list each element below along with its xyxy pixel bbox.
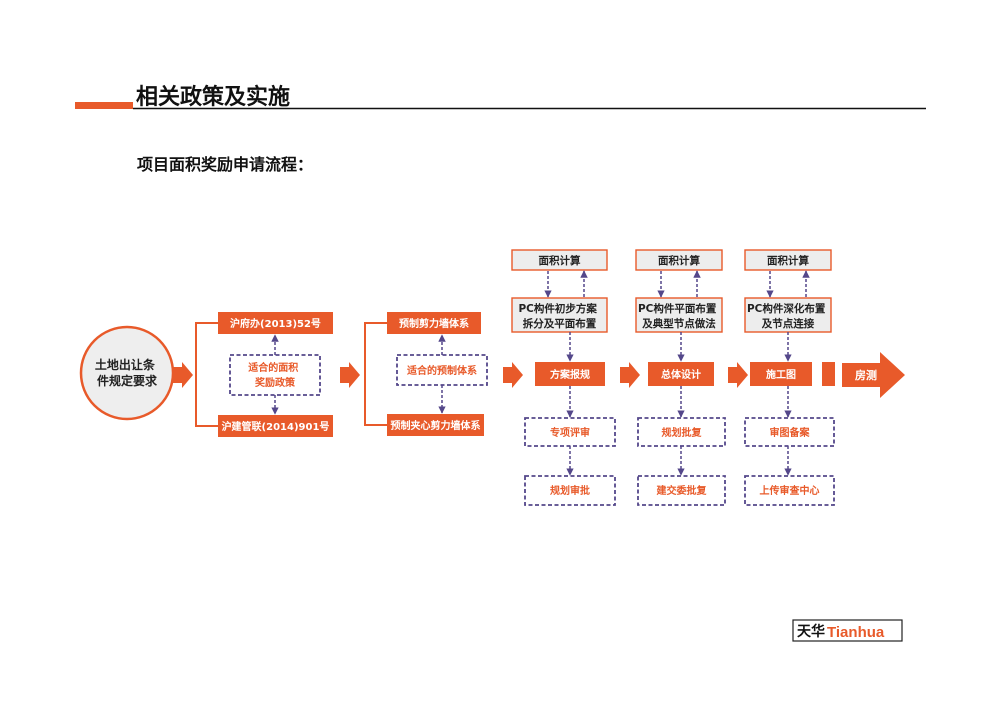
stage-main-label: 施工图 <box>766 368 796 381</box>
start-label-line-2: 件规定要求 <box>97 373 158 388</box>
policy-bottom-box <box>218 415 333 437</box>
flow-arrow-icon <box>340 362 360 388</box>
policy-bottom-label: 沪建管联(2014)901号 <box>222 420 330 433</box>
stage-main-box <box>535 362 605 386</box>
final-arrow-icon <box>842 352 905 398</box>
system-top-box <box>387 312 481 334</box>
pc-label-line-1: PC构件深化布置 <box>747 302 826 315</box>
pc-label-line-2: 拆分及平面布置 <box>523 317 597 330</box>
system-top-label: 预制剪力墙体系 <box>399 317 469 330</box>
page-subtitle: 项目面积奖励申请流程： <box>137 155 313 174</box>
approval-step-box <box>524 475 616 506</box>
approval-step-box <box>637 475 726 506</box>
approval-step-label: 上传审查中心 <box>760 484 820 497</box>
pc-label: PC构件平面布置 及典型节点做法 <box>638 302 720 330</box>
final-node: 房测 <box>822 352 905 398</box>
pc-label: PC构件深化布置 及节点连接 <box>747 302 829 330</box>
flow-arrow-icon <box>503 362 523 388</box>
policy-middle-label: 适合的面积 奖励政策 <box>248 361 301 389</box>
start-label-line-1: 土地出让条 <box>95 357 156 372</box>
policy-middle-line-1: 适合的面积 <box>248 361 298 374</box>
policy-top-label: 沪府办(2013)52号 <box>230 317 321 330</box>
page-title: 相关政策及实施 <box>136 84 290 110</box>
company-logo: 天华 Tianhua <box>792 619 903 642</box>
system-middle-label: 适合的预制体系 <box>407 364 477 377</box>
pc-label-line-1: PC构件平面布置 <box>638 302 717 315</box>
approval-step-label: 规划审批 <box>550 484 590 497</box>
approval-step-label: 建交委批复 <box>656 484 708 497</box>
review-step-box <box>524 417 616 447</box>
final-spacer-block <box>822 362 835 386</box>
review-step-box <box>744 417 835 447</box>
flow-arrow-icon <box>620 362 640 388</box>
stage-overall-design: 面积计算 PC构件平面布置 及典型节点做法 总体设计 规划批复 建交委批复 <box>635 249 726 506</box>
stage-main-label: 方案报规 <box>550 368 590 381</box>
pc-box <box>511 297 608 333</box>
stage-construction-drawing: 面积计算 PC构件深化布置 及节点连接 施工图 审图备案 上传审查中心 <box>744 249 835 506</box>
review-step-label: 规划批复 <box>662 426 703 439</box>
approval-step-box <box>744 475 835 506</box>
pc-label: PC构件初步方案 拆分及平面布置 <box>518 302 600 330</box>
flow-arrow-icon <box>728 362 748 388</box>
policy-middle-box <box>229 354 321 396</box>
stage-scheme: 面积计算 PC构件初步方案 拆分及平面布置 方案报规 专项评审 规划审批 <box>511 249 616 506</box>
policy-top-box <box>218 312 333 334</box>
start-node: 土地出让条 件规定要求 <box>79 325 175 421</box>
final-label: 房测 <box>855 368 877 382</box>
system-group: 预制剪力墙体系 适合的预制体系 预制夹心剪力墙体系 <box>364 312 488 436</box>
system-bracket <box>364 322 387 426</box>
pc-label-line-2: 及节点连接 <box>762 317 815 330</box>
area-calc-label: 面积计算 <box>539 254 581 267</box>
policy-bracket <box>195 322 218 427</box>
policy-group: 沪府办(2013)52号 适合的面积 奖励政策 沪建管联(2014)901号 <box>195 312 333 437</box>
pc-label-line-2: 及典型节点做法 <box>642 317 716 330</box>
pc-label-line-1: PC构件初步方案 <box>518 302 597 315</box>
area-calc-box <box>744 249 832 271</box>
start-label: 土地出让条 件规定要求 <box>95 357 159 388</box>
start-circle <box>79 325 175 421</box>
flow-arrow-icon <box>173 362 193 388</box>
title-accent-bar <box>75 102 133 109</box>
system-bottom-label: 预制夹心剪力墙体系 <box>391 419 481 432</box>
pc-box <box>635 297 723 333</box>
review-step-label: 审图备案 <box>770 426 811 439</box>
area-calc-box <box>511 249 608 271</box>
logo-en: Tianhua <box>827 624 885 641</box>
area-calc-label: 面积计算 <box>767 254 809 267</box>
logo-cn: 天华 <box>797 623 825 640</box>
pc-box <box>744 297 832 333</box>
system-bottom-box <box>387 414 484 436</box>
slide-header: 相关政策及实施 项目面积奖励申请流程： <box>75 84 926 174</box>
stage-main-box <box>750 362 812 386</box>
policy-middle-line-2: 奖励政策 <box>255 376 296 389</box>
stage-main-box <box>648 362 714 386</box>
logo-frame <box>792 619 903 642</box>
area-calc-box <box>635 249 723 271</box>
area-calc-label: 面积计算 <box>658 254 700 267</box>
stage-main-label: 总体设计 <box>661 368 701 381</box>
review-step-label: 专项评审 <box>550 426 590 439</box>
